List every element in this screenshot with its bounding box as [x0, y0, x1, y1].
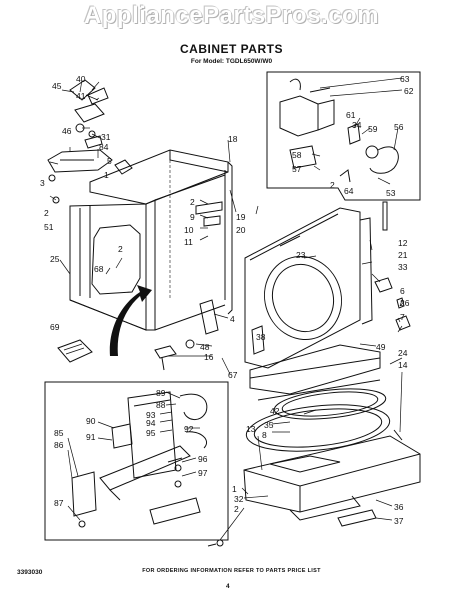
callout-label: 40 [76, 74, 86, 84]
callout-label: 84 [99, 142, 109, 152]
callout-label: 26 [400, 298, 410, 308]
callout-label: 2 [330, 180, 335, 190]
callout-label: 88 [156, 400, 166, 410]
callout-label: 53 [386, 188, 396, 198]
direction-arrow [109, 285, 152, 356]
callout-label: 68 [94, 264, 104, 274]
model-subtitle: For Model: TGDL650W/W0 [190, 58, 273, 65]
callout-label: 5 [107, 156, 112, 166]
callout-label: 38 [256, 332, 266, 342]
callout-label: 9 [190, 212, 195, 222]
callout-label: 94 [146, 418, 156, 428]
callout-label: 16 [204, 352, 214, 362]
callout-label: 35 [264, 420, 274, 430]
callout-label: 8 [262, 430, 267, 440]
callout-label: 56 [394, 122, 404, 132]
thermostat-bracket [47, 147, 113, 204]
callout-label: 92 [184, 424, 194, 434]
callout-label: 18 [228, 134, 238, 144]
callout-label: 86 [54, 440, 64, 450]
callout-label: 10 [184, 225, 194, 235]
burner-assembly-inset [44, 381, 229, 541]
callout-label: 96 [198, 454, 208, 464]
callout-label: 62 [404, 86, 414, 96]
igniter-bracket-group [61, 79, 109, 149]
callout-label: 59 [368, 124, 378, 134]
callout-label: 1 [104, 170, 109, 180]
callout-label: 2 [190, 197, 195, 207]
callout-label: 64 [344, 186, 354, 196]
callout-label: 11 [184, 237, 193, 247]
callout-label: 24 [398, 348, 408, 358]
ordering-note: FOR ORDERING INFORMATION REFER TO PARTS … [142, 568, 321, 574]
callout-label: 34 [352, 120, 362, 130]
front-panel-fasteners [374, 201, 411, 331]
callout-label: 20 [236, 225, 246, 235]
callout-label: 95 [146, 428, 156, 438]
callout-label: 6 [400, 286, 405, 296]
page-number: 4 [226, 583, 230, 590]
callout-label: 67 [228, 370, 238, 380]
leveling-leg [154, 299, 219, 371]
callout-label: 12 [398, 238, 408, 248]
leader-lines [49, 77, 403, 541]
callout-label: 36 [394, 502, 404, 512]
callout-label: 23 [296, 250, 306, 260]
diagram-title: CABINET PARTS [180, 42, 283, 56]
document-number: 3393030 [17, 569, 43, 576]
gas-valve-inset [266, 71, 421, 201]
callout-label: 14 [398, 360, 408, 370]
cabinet-body [69, 149, 233, 331]
warranty-plate [57, 339, 93, 363]
callout-label: 42 [270, 406, 280, 416]
screw [207, 539, 224, 547]
callout-label: 7 [400, 312, 405, 322]
callout-label: 69 [50, 322, 60, 332]
callout-label: 2 [44, 208, 49, 218]
callout-label: 90 [86, 416, 96, 426]
callout-label: 41 [76, 91, 86, 101]
callout-label: 49 [376, 342, 386, 352]
callout-label: 51 [44, 222, 54, 232]
callout-label: 48 [200, 342, 210, 352]
callout-labels: 45 40 41 46 31 84 5 1 3 2 51 18 2 9 10 1… [40, 74, 414, 526]
callout-label: 93 [146, 410, 156, 420]
callout-label: 13 [246, 424, 256, 434]
front-panel [244, 207, 373, 369]
callout-label: 58 [292, 150, 302, 160]
callout-label: 46 [62, 126, 72, 136]
callout-label: 63 [400, 74, 410, 84]
callout-label: 87 [54, 498, 64, 508]
callout-label: 33 [398, 262, 408, 272]
callout-label: 19 [236, 212, 246, 222]
callout-label: 32 [234, 494, 244, 504]
callout-label: 25 [50, 254, 60, 264]
drum-belt [245, 388, 391, 452]
callout-label: 57 [292, 164, 302, 174]
callout-label: 2 [234, 504, 239, 514]
callout-label: 61 [346, 110, 356, 120]
callout-label: 45 [52, 81, 62, 91]
callout-label: 85 [54, 428, 64, 438]
callout-label: 3 [40, 178, 45, 188]
callout-label: 4 [230, 314, 235, 324]
callout-label: 21 [398, 250, 408, 260]
callout-label: 89 [156, 388, 166, 398]
callout-label: 31 [101, 132, 111, 142]
callout-label: 37 [394, 516, 404, 526]
callout-label: 97 [198, 468, 208, 478]
callout-label: 2 [118, 244, 123, 254]
callout-label: 1 [232, 484, 237, 494]
watermark-logo: AppliancePartsPros.com [83, 2, 380, 29]
callout-label: 91 [86, 432, 96, 442]
toe-panel [249, 344, 381, 401]
